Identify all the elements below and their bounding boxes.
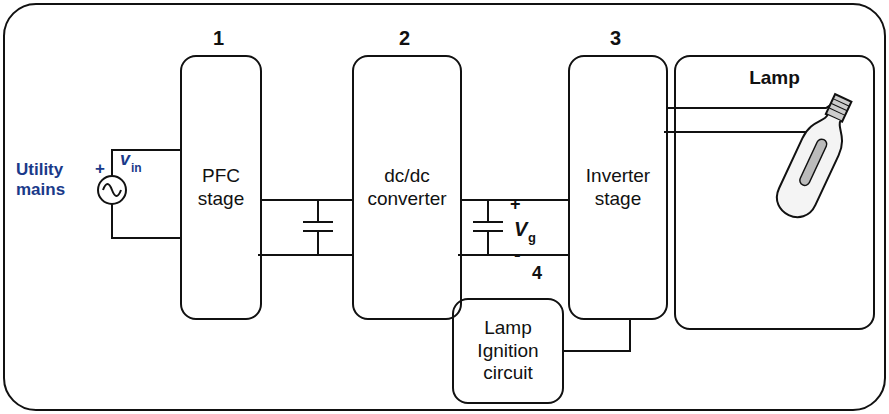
source-wire <box>112 150 180 176</box>
signal-label: V <box>514 219 527 239</box>
capacitor-symbol <box>473 200 503 255</box>
callout-number: 4 <box>532 264 542 282</box>
signal-label: - <box>514 244 521 264</box>
process-box: dc/dc converter <box>352 55 462 320</box>
wire-connector <box>262 199 352 201</box>
bus-wire <box>258 254 352 256</box>
capacitor-symbol <box>303 200 333 255</box>
box-label: PFC stage <box>182 165 260 211</box>
signal-label: Utility mains <box>16 160 88 201</box>
bus-wire <box>458 254 568 256</box>
source-wire <box>112 204 180 238</box>
wire-connector <box>564 320 630 351</box>
lamp-wire <box>664 131 674 133</box>
signal-label: in <box>131 162 142 174</box>
box-label: Lamp Ignition circuit <box>454 317 562 385</box>
box-label: Lamp <box>743 67 806 90</box>
signal-label: + <box>510 195 521 213</box>
ac-source <box>98 176 126 204</box>
lamp-wire <box>674 104 832 108</box>
ac-source-wave <box>103 184 121 196</box>
signal-label: v <box>120 150 130 168</box>
callout-number: 2 <box>399 28 410 48</box>
signal-label: g <box>528 231 536 244</box>
box-label: Inverter stage <box>570 165 666 211</box>
callout-number: 1 <box>213 28 224 48</box>
process-box: Lamp <box>674 55 875 330</box>
callout-number: 3 <box>610 28 621 48</box>
process-box: Lamp Ignition circuit <box>452 298 564 404</box>
signal-label: + <box>95 160 105 177</box>
process-box: PFC stage <box>180 55 262 320</box>
enclosure-outline <box>4 4 885 410</box>
process-box: Inverter stage <box>568 55 668 320</box>
box-label: dc/dc converter <box>354 165 460 211</box>
lamp-bulb <box>771 89 862 223</box>
